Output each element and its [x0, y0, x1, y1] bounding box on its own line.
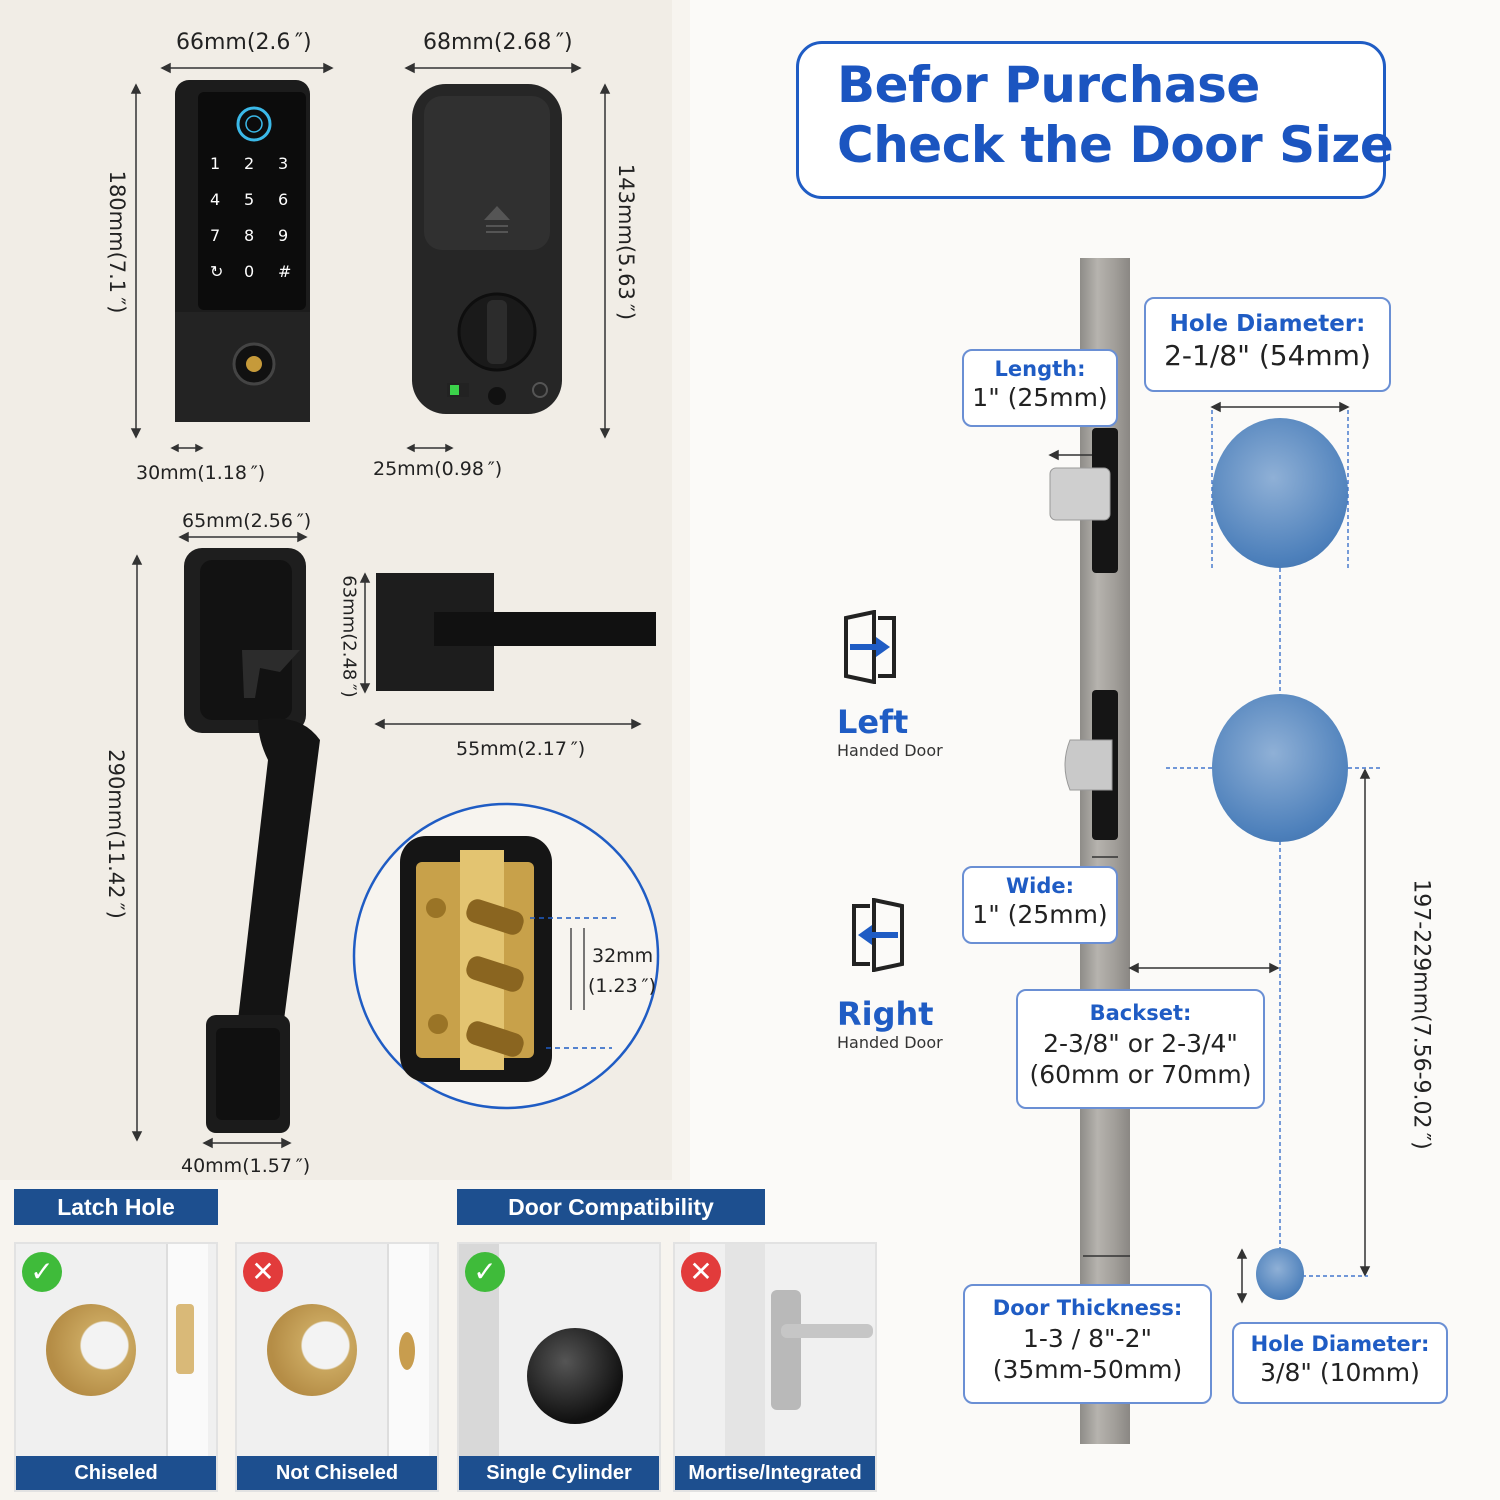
chiseled-caption: Chiseled [16, 1456, 216, 1490]
wide-label: Wide: [1005, 874, 1075, 898]
right-door-icon [852, 898, 904, 972]
not-chiseled-caption: Not Chiseled [237, 1456, 437, 1490]
left-handed-label: Left Handed Door [837, 703, 943, 760]
check-icon: ✓ [22, 1252, 62, 1292]
key: 2 [244, 154, 255, 173]
mortise-tile: ✕ Mortise/Integrated [673, 1242, 877, 1492]
keypad-depth-label: 30mm(1.18 ″) [136, 462, 266, 484]
back-unit-width-label: 68mm(2.68 ″) [423, 30, 573, 55]
key: 9 [278, 226, 289, 245]
length-label: Length: [994, 357, 1086, 381]
key: 0 [244, 262, 255, 281]
key: ↻ [210, 262, 224, 281]
latch-hole-banner: Latch Hole [14, 1189, 218, 1225]
handle-width-label: 65mm(2.56 ″) [182, 510, 312, 532]
door-thickness-callout: Door Thickness: 1-3 / 8"-2" (35mm-50mm) [963, 1284, 1212, 1404]
mortise-caption: Mortise/Integrated [675, 1456, 875, 1490]
keypad-keys: 1 2 3 4 5 6 7 8 9 ↻ 0 # [210, 154, 300, 281]
key: 8 [244, 226, 255, 245]
backset-label: Backset: [1089, 1001, 1192, 1025]
hole-top-value: 2-1/8" (54mm) [1164, 339, 1371, 372]
key: 3 [278, 154, 289, 173]
bore-hole-top [1212, 418, 1348, 568]
screw-spacing-label-2: (1.23 ″) [588, 975, 657, 997]
right-sub: Handed Door [837, 1033, 943, 1052]
product-drawings [130, 62, 660, 1149]
bore-hole-middle [1212, 694, 1348, 842]
keypad-height-label: 180mm(7.1 ″) [105, 170, 129, 314]
hole-small-label: Hole Diameter: [1250, 1332, 1430, 1356]
wide-callout: Wide: 1" (25mm) [962, 866, 1118, 944]
screw-spacing-label: 32mm [592, 945, 654, 967]
title-line-2: Check the Door Size [837, 116, 1394, 174]
bore-hole-small [1256, 1248, 1304, 1300]
left-sub: Handed Door [837, 741, 943, 760]
keypad-width-label: 66mm(2.6 ″) [176, 30, 312, 55]
backset-value-2: (60mm or 70mm) [1029, 1060, 1252, 1089]
backset-callout: Backset: 2-3/8" or 2-3/4" (60mm or 70mm) [1016, 989, 1265, 1109]
key: 7 [210, 226, 221, 245]
left-door-icon [844, 610, 896, 684]
latch-not-chiseled-tile: ✕ Not Chiseled [235, 1242, 439, 1492]
x-icon: ✕ [681, 1252, 721, 1292]
hole-spacing-label: 197-229mm(7.56-9.02 ″) [1408, 879, 1434, 1150]
hole-top-label: Hole Diameter: [1169, 311, 1366, 337]
lever-height-label: 63mm(2.48 ″) [338, 575, 360, 698]
backset-value-1: 2-3/8" or 2-3/4" [1043, 1029, 1238, 1058]
thickness-value-2: (35mm-50mm) [992, 1355, 1183, 1384]
lever-length-label: 55mm(2.17 ″) [456, 738, 586, 760]
length-value: 1" (25mm) [972, 383, 1108, 412]
hole-small-value: 3/8" (10mm) [1260, 1358, 1420, 1387]
handle-bottom-label: 40mm(1.57 ″) [181, 1155, 311, 1177]
door-compatibility-banner: Door Compatibility [457, 1189, 765, 1225]
key: 5 [244, 190, 255, 209]
door-diagram [1048, 401, 1380, 1304]
wide-value: 1" (25mm) [972, 900, 1108, 929]
thickness-value-1: 1-3 / 8"-2" [1023, 1324, 1152, 1353]
key: # [278, 262, 292, 281]
length-callout: Length: 1" (25mm) [962, 349, 1118, 427]
back-unit-height-label: 143mm(5.63 ″) [614, 163, 638, 321]
latch-chiseled-tile: ✓ Chiseled [14, 1242, 218, 1492]
key: 4 [210, 190, 221, 209]
title-line-1: Befor Purchase [837, 56, 1260, 114]
right-title: Right [837, 995, 934, 1033]
single-cylinder-caption: Single Cylinder [459, 1456, 659, 1490]
back-unit-depth-label: 25mm(0.98 ″) [373, 458, 503, 480]
left-title: Left [837, 703, 909, 741]
hole-diameter-small-callout: Hole Diameter: 3/8" (10mm) [1232, 1322, 1448, 1404]
thickness-label: Door Thickness: [992, 1296, 1183, 1320]
right-handed-label: Right Handed Door [837, 995, 943, 1052]
x-icon: ✕ [243, 1252, 283, 1292]
key: 6 [278, 190, 289, 209]
key: 1 [210, 154, 221, 173]
check-icon: ✓ [465, 1252, 505, 1292]
title-box: Befor Purchase Check the Door Size [796, 41, 1394, 199]
handle-height-label: 290mm(11.42 ″) [104, 749, 128, 919]
single-cylinder-tile: ✓ Single Cylinder [457, 1242, 661, 1492]
hole-diameter-top-callout: Hole Diameter: 2-1/8" (54mm) [1144, 297, 1391, 392]
